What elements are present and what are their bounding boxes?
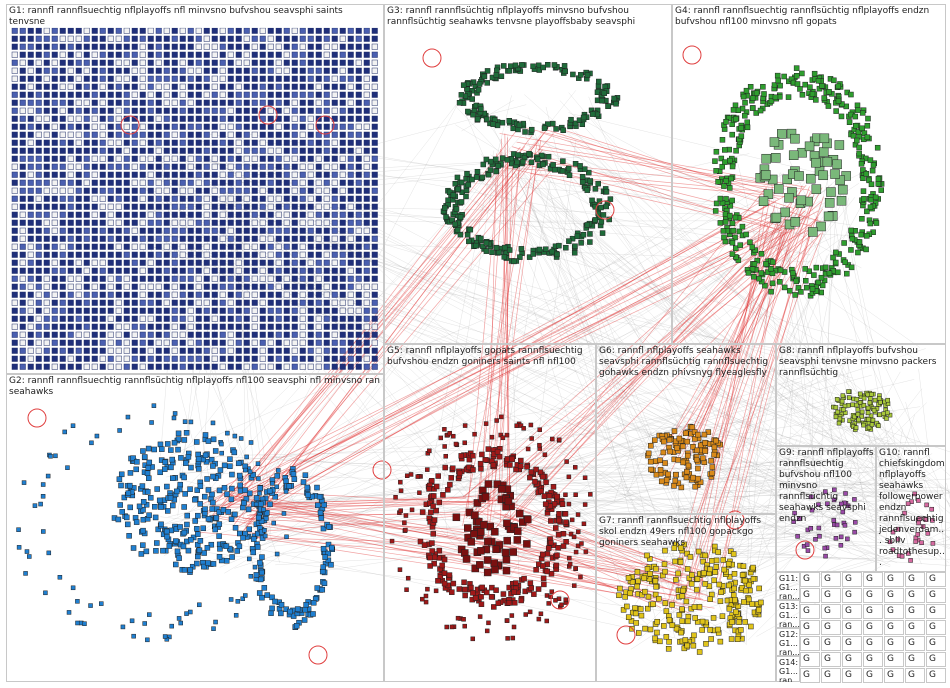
small-group-cell: G <box>821 588 841 603</box>
group-label-g9: G9: rannfl nflplayoffs rannflsuechtig bu… <box>779 448 875 525</box>
small-group-cell: G <box>884 604 904 619</box>
small-group-cell: G <box>800 572 820 587</box>
small-group-cell: G <box>842 572 862 587</box>
small-group-cell: G <box>926 572 946 587</box>
group-label-g3: G3: rannfl rannflsüchtig nflplayoffs min… <box>387 6 669 28</box>
small-group-cell: G <box>905 588 925 603</box>
small-group-cell: G <box>800 636 820 651</box>
group-panel-g11: G11: G1... ran... ran... <box>776 572 800 600</box>
group-label-g4: G4: rannfl rannflsuechtig rannflsüchtig … <box>675 6 943 28</box>
small-group-cell: G <box>884 588 904 603</box>
group-panel-g9: G9: rannfl nflplayoffs rannflsuechtig bu… <box>776 446 876 572</box>
small-group-cell: G <box>863 620 883 635</box>
small-group-cell: G <box>821 604 841 619</box>
group-label-g6: G6: rannfl nflplayoffs seahawks seavsphi… <box>599 346 773 379</box>
small-group-cell: G <box>800 588 820 603</box>
group-panel-g12: G12: G1... ran... ran... <box>776 628 800 656</box>
small-group-cell: G <box>821 620 841 635</box>
small-group-cell: G <box>842 620 862 635</box>
small-group-cell: G <box>842 604 862 619</box>
group-label-g8: G8: rannfl nflplayoffs bufvshou seavsphi… <box>779 346 943 379</box>
group-panel-g5: G5: rannfl nflplayoffs gopats rannflsuec… <box>384 344 596 682</box>
small-group-cell: G <box>821 572 841 587</box>
group-panel-g4: G4: rannfl rannflsuechtig rannflsüchtig … <box>672 4 946 344</box>
group-label-g11: G11: G1... ran... ran... <box>779 574 801 600</box>
group-panel-g3: G3: rannfl rannflsüchtig nflplayoffs min… <box>384 4 672 344</box>
group-panel-g8: G8: rannfl nflplayoffs bufvshou seavsphi… <box>776 344 946 446</box>
group-label-g2: G2: rannfl rannflsuechtig rannflsüchtig … <box>9 376 381 398</box>
small-group-cell: G <box>842 588 862 603</box>
group-panel-g14: G14: G1... ran... ran... <box>776 656 800 682</box>
small-group-cell: G <box>905 604 925 619</box>
small-group-cell: G <box>884 572 904 587</box>
small-group-cell: G <box>863 572 883 587</box>
small-group-cell: G <box>800 604 820 619</box>
small-group-cell: G <box>863 604 883 619</box>
group-label-g14: G14: G1... ran... ran... <box>779 658 801 682</box>
small-group-cell: G <box>863 588 883 603</box>
small-group-cell: G <box>926 604 946 619</box>
group-panel-g2: G2: rannfl rannflsuechtig rannflsüchtig … <box>6 374 384 682</box>
small-group-cell: G <box>821 636 841 651</box>
small-group-cell: G <box>926 588 946 603</box>
group-label-g10: G10: rannfl chiefskingdom nflplayoffs se… <box>879 448 945 569</box>
group-panel-g7: G7: rannfl rannflsuechtig nflplayoffs sk… <box>596 514 776 682</box>
group-label-g5: G5: rannfl nflplayoffs gopats rannflsuec… <box>387 346 593 368</box>
group-panel-g1: G1: rannfl rannflsuechtig nflplayoffs nf… <box>6 4 384 374</box>
group-label-g7: G7: rannfl rannflsuechtig nflplayoffs sk… <box>599 516 773 549</box>
small-group-cell: G <box>926 620 946 635</box>
small-group-cell: G <box>800 620 820 635</box>
group-label-g1: G1: rannfl rannflsuechtig nflplayoffs nf… <box>9 6 381 28</box>
small-group-cell: G <box>905 620 925 635</box>
group-panel-g10: G10: rannfl chiefskingdom nflplayoffs se… <box>876 446 946 572</box>
group-label-g13: G13: G1... ran... ran... <box>779 602 801 628</box>
group-label-g12: G12: G1... ran... ran... <box>779 630 801 656</box>
group-panel-g13: G13: G1... ran... ran... <box>776 600 800 628</box>
small-group-cell: G <box>884 620 904 635</box>
small-group-cell: G <box>905 572 925 587</box>
group-panel-g6: G6: rannfl nflplayoffs seahawks seavsphi… <box>596 344 776 514</box>
